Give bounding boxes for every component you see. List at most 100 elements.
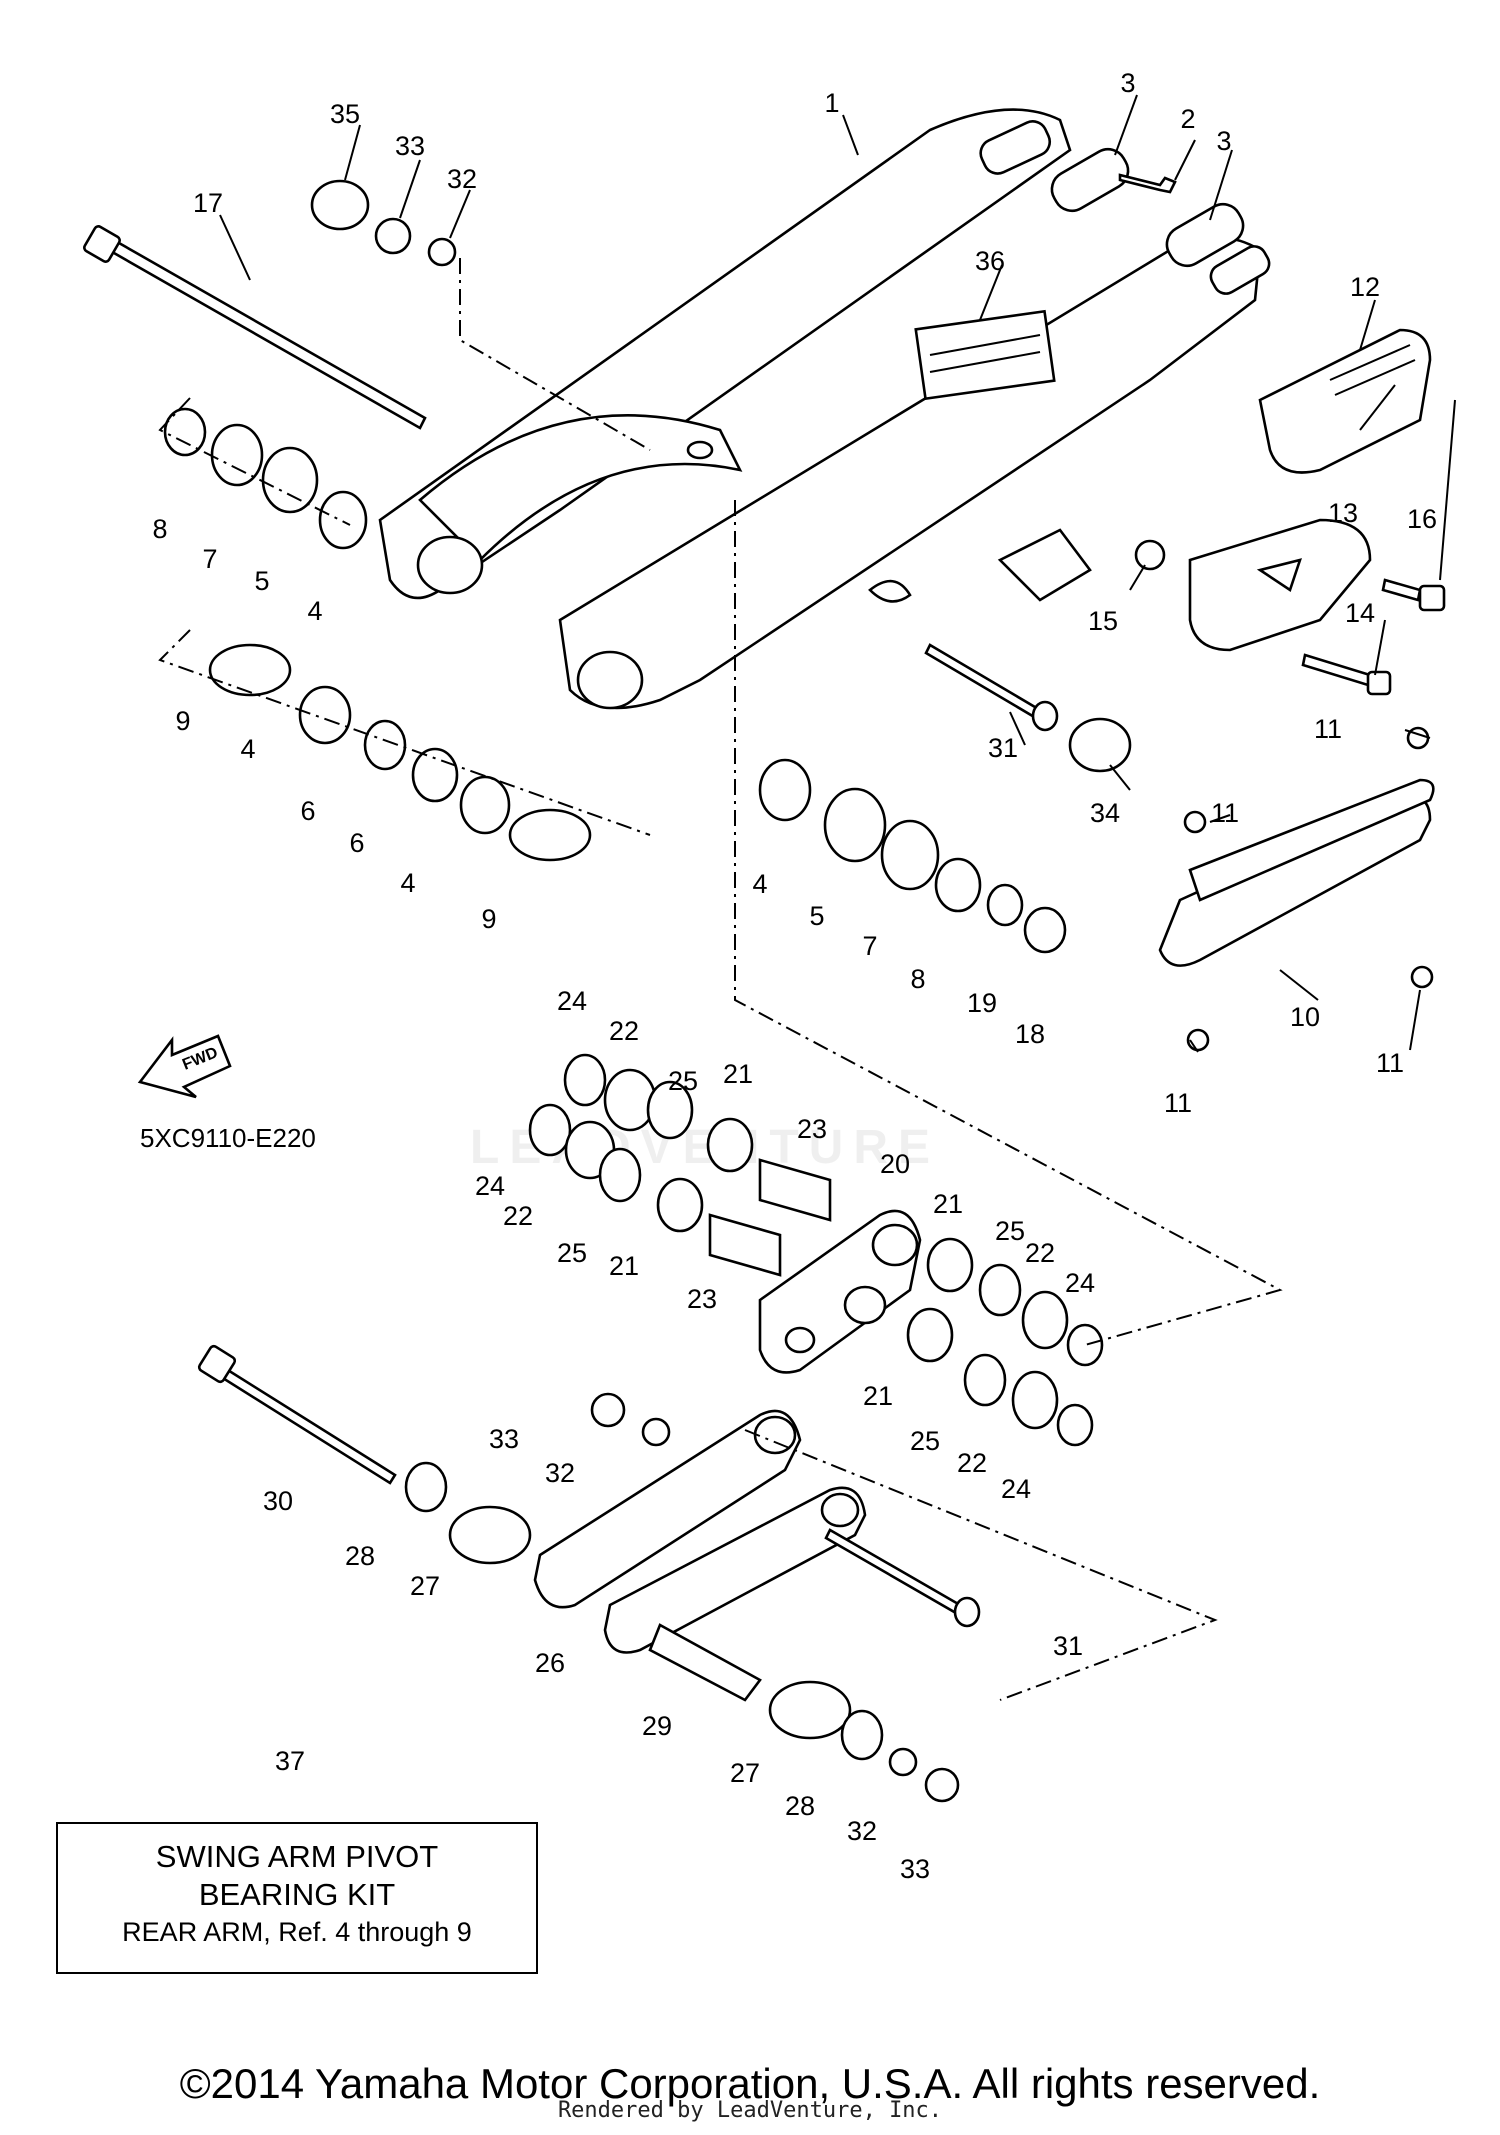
assembly-reference-lines <box>158 258 1283 1701</box>
callout-2: 2 <box>1180 104 1195 134</box>
washer-part-32 <box>427 237 457 267</box>
relay-arm-part-20 <box>758 1209 922 1374</box>
washer-part-32-lower <box>641 1417 671 1447</box>
callout-23: 23 <box>797 1114 827 1144</box>
seal-part-28 <box>404 1461 448 1513</box>
callout-31: 31 <box>988 733 1018 763</box>
callout-33: 33 <box>900 1854 930 1884</box>
bolt-part-31-upper <box>924 643 1059 732</box>
callout-22: 22 <box>1025 1238 1055 1268</box>
callout-21: 21 <box>933 1189 963 1219</box>
cap-part-34 <box>1068 717 1132 773</box>
bolt-part-31-lower <box>824 1528 981 1628</box>
callout-13: 13 <box>1328 498 1358 528</box>
kit-line-3: REAR ARM, Ref. 4 through 9 <box>122 1917 472 1947</box>
callout-3: 3 <box>1216 126 1231 156</box>
callout-15: 15 <box>1088 606 1118 636</box>
callout-25: 25 <box>557 1238 587 1268</box>
callout-6: 6 <box>349 828 364 858</box>
callout-17: 17 <box>193 188 223 218</box>
collar-part-29 <box>648 1623 762 1702</box>
callout-1: 1 <box>824 88 839 118</box>
nut-part-33-bottom <box>924 1767 960 1803</box>
callout-24: 24 <box>557 986 587 1016</box>
connecting-rod-part-26 <box>533 1409 867 1654</box>
kit-line-1: SWING ARM PIVOT <box>155 1839 439 1874</box>
rendered-by-notice: Rendered by LeadVenture, Inc. <box>557 2098 943 2123</box>
callout-27: 27 <box>730 1758 760 1788</box>
callout-8: 8 <box>152 514 167 544</box>
callout-22: 22 <box>503 1201 533 1231</box>
swing-arm-part-1 <box>378 108 1271 710</box>
callout-19: 19 <box>967 988 997 1018</box>
seal-part-28-lower <box>840 1709 884 1761</box>
callout-33: 33 <box>489 1424 519 1454</box>
callout-33: 33 <box>395 131 425 161</box>
washer-part-32-bottom <box>888 1747 918 1777</box>
callout-37: 37 <box>275 1746 305 1776</box>
pivot-shaft-part-17 <box>83 225 427 430</box>
chain-guide-part-12 <box>1258 328 1432 474</box>
callout-4: 4 <box>752 869 767 899</box>
callout-34: 34 <box>1090 798 1120 828</box>
callout-25: 25 <box>668 1066 698 1096</box>
kit-line-2: BEARING KIT <box>198 1877 396 1912</box>
callout-4: 4 <box>307 596 322 626</box>
callout-4: 4 <box>400 868 415 898</box>
chain-puller-part-3 <box>1050 147 1245 268</box>
nut-part-15 <box>1134 539 1166 571</box>
bolt-part-30 <box>197 1344 397 1485</box>
callout-7: 7 <box>202 544 217 574</box>
chain-support-part-10 <box>1158 778 1435 967</box>
callout-27: 27 <box>410 1571 440 1601</box>
relay-arm-bearings <box>528 1053 1104 1447</box>
callout-11: 11 <box>1211 798 1239 828</box>
callout-25: 25 <box>910 1426 940 1456</box>
chain-guide-plate-part-13 <box>1188 518 1372 652</box>
collar-part-27-lower <box>768 1680 852 1740</box>
callout-3: 3 <box>1120 68 1135 98</box>
collar-bearing-row <box>208 643 592 862</box>
callout-10: 10 <box>1290 1002 1320 1032</box>
callout-21: 21 <box>609 1251 639 1281</box>
callout-23: 23 <box>687 1284 717 1314</box>
callout-7: 7 <box>862 931 877 961</box>
callout-31: 31 <box>1053 1631 1083 1661</box>
right-pivot-stack <box>758 758 1067 954</box>
callout-32: 32 <box>447 164 477 194</box>
callout-32: 32 <box>847 1816 877 1846</box>
bolt-part-14 <box>1301 653 1392 696</box>
callout-16: 16 <box>1407 504 1437 534</box>
leader-lines <box>219 94 1456 1053</box>
callout-28: 28 <box>785 1791 815 1821</box>
collar-part-27 <box>448 1505 532 1565</box>
callout-24: 24 <box>475 1171 505 1201</box>
pivot-bearing-stack <box>163 407 368 550</box>
callout-18: 18 <box>1015 1019 1045 1049</box>
callout-5: 5 <box>809 901 824 931</box>
bolt-part-16 <box>1381 578 1446 612</box>
callout-30: 30 <box>263 1486 293 1516</box>
callout-5: 5 <box>254 566 269 596</box>
callout-14: 14 <box>1345 598 1375 628</box>
part-code: 5XC9110-E220 <box>140 1123 316 1153</box>
callout-25: 25 <box>995 1216 1025 1246</box>
callout-24: 24 <box>1001 1474 1031 1504</box>
callout-32: 32 <box>545 1458 575 1488</box>
callout-22: 22 <box>609 1016 639 1046</box>
bearing-kit-box: SWING ARM PIVOT BEARING KIT REAR ARM, Re… <box>56 1822 538 1974</box>
callout-36: 36 <box>975 246 1005 276</box>
callout-20: 20 <box>880 1149 910 1179</box>
callout-9: 9 <box>175 706 190 736</box>
callout-12: 12 <box>1350 272 1380 302</box>
callout-21: 21 <box>863 1381 893 1411</box>
callout-11: 11 <box>1164 1088 1192 1118</box>
callout-6: 6 <box>300 796 315 826</box>
callout-21: 21 <box>723 1059 753 1089</box>
callout-24: 24 <box>1065 1268 1095 1298</box>
callout-28: 28 <box>345 1541 375 1571</box>
callout-22: 22 <box>957 1448 987 1478</box>
callout-4: 4 <box>240 734 255 764</box>
